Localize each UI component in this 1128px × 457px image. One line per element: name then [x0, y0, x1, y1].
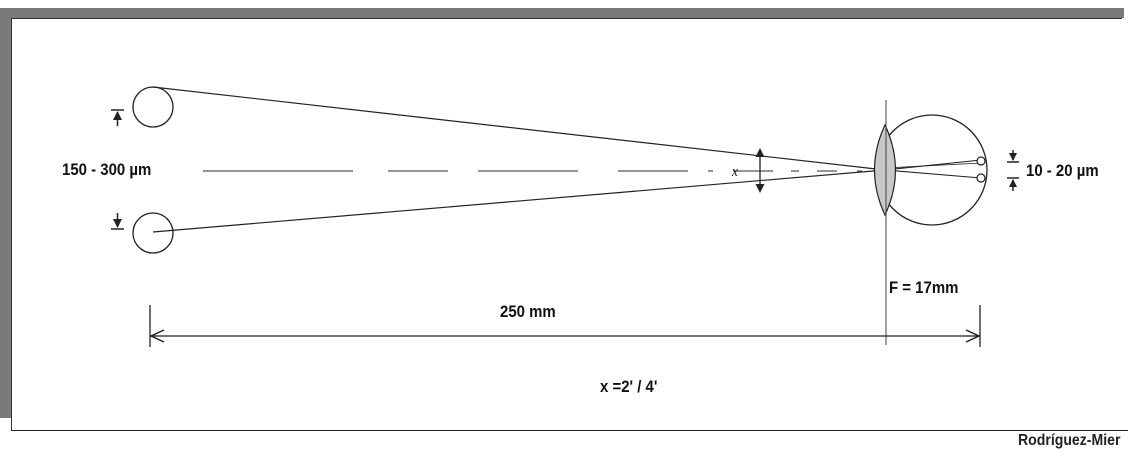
frame-left-band	[0, 8, 11, 418]
distance-arrowhead-left	[149, 329, 165, 343]
object-size-arrowhead-bottom	[113, 219, 122, 228]
frame-top-band	[0, 8, 1124, 18]
retina-size-label: 10 - 20 µm	[1026, 161, 1099, 180]
object-point-top	[132, 86, 174, 128]
retina-size-arrowhead-top	[1009, 153, 1017, 161]
object-size-label: 150 - 300 µm	[62, 160, 152, 179]
angle-symbol-label: x	[732, 164, 738, 180]
focal-length-label: F = 17mm	[889, 278, 959, 297]
retina-point-bottom	[976, 173, 986, 183]
ray-chief-retina	[884, 162, 982, 169]
object-size-arrowhead-top	[113, 111, 122, 120]
object-point-bottom	[132, 212, 174, 254]
eye-lens	[873, 123, 897, 217]
distance-arrowhead-right	[965, 329, 981, 343]
angle-value-label: x =2' / 4'	[600, 377, 658, 396]
angle-arrowhead-bottom	[755, 184, 765, 193]
viewing-distance-label: 250 mm	[500, 302, 556, 321]
ray-bottom-retina	[884, 159, 982, 171]
author-credit: Rodríguez-Mier	[1017, 432, 1120, 449]
retina-size-arrowhead-bottom	[1009, 179, 1017, 187]
ray-top-retina	[884, 169, 982, 179]
retina-point-top	[976, 156, 986, 166]
angle-arrowhead-top	[755, 148, 765, 157]
ray-top	[152, 86, 886, 171]
ray-bottom	[152, 169, 886, 233]
